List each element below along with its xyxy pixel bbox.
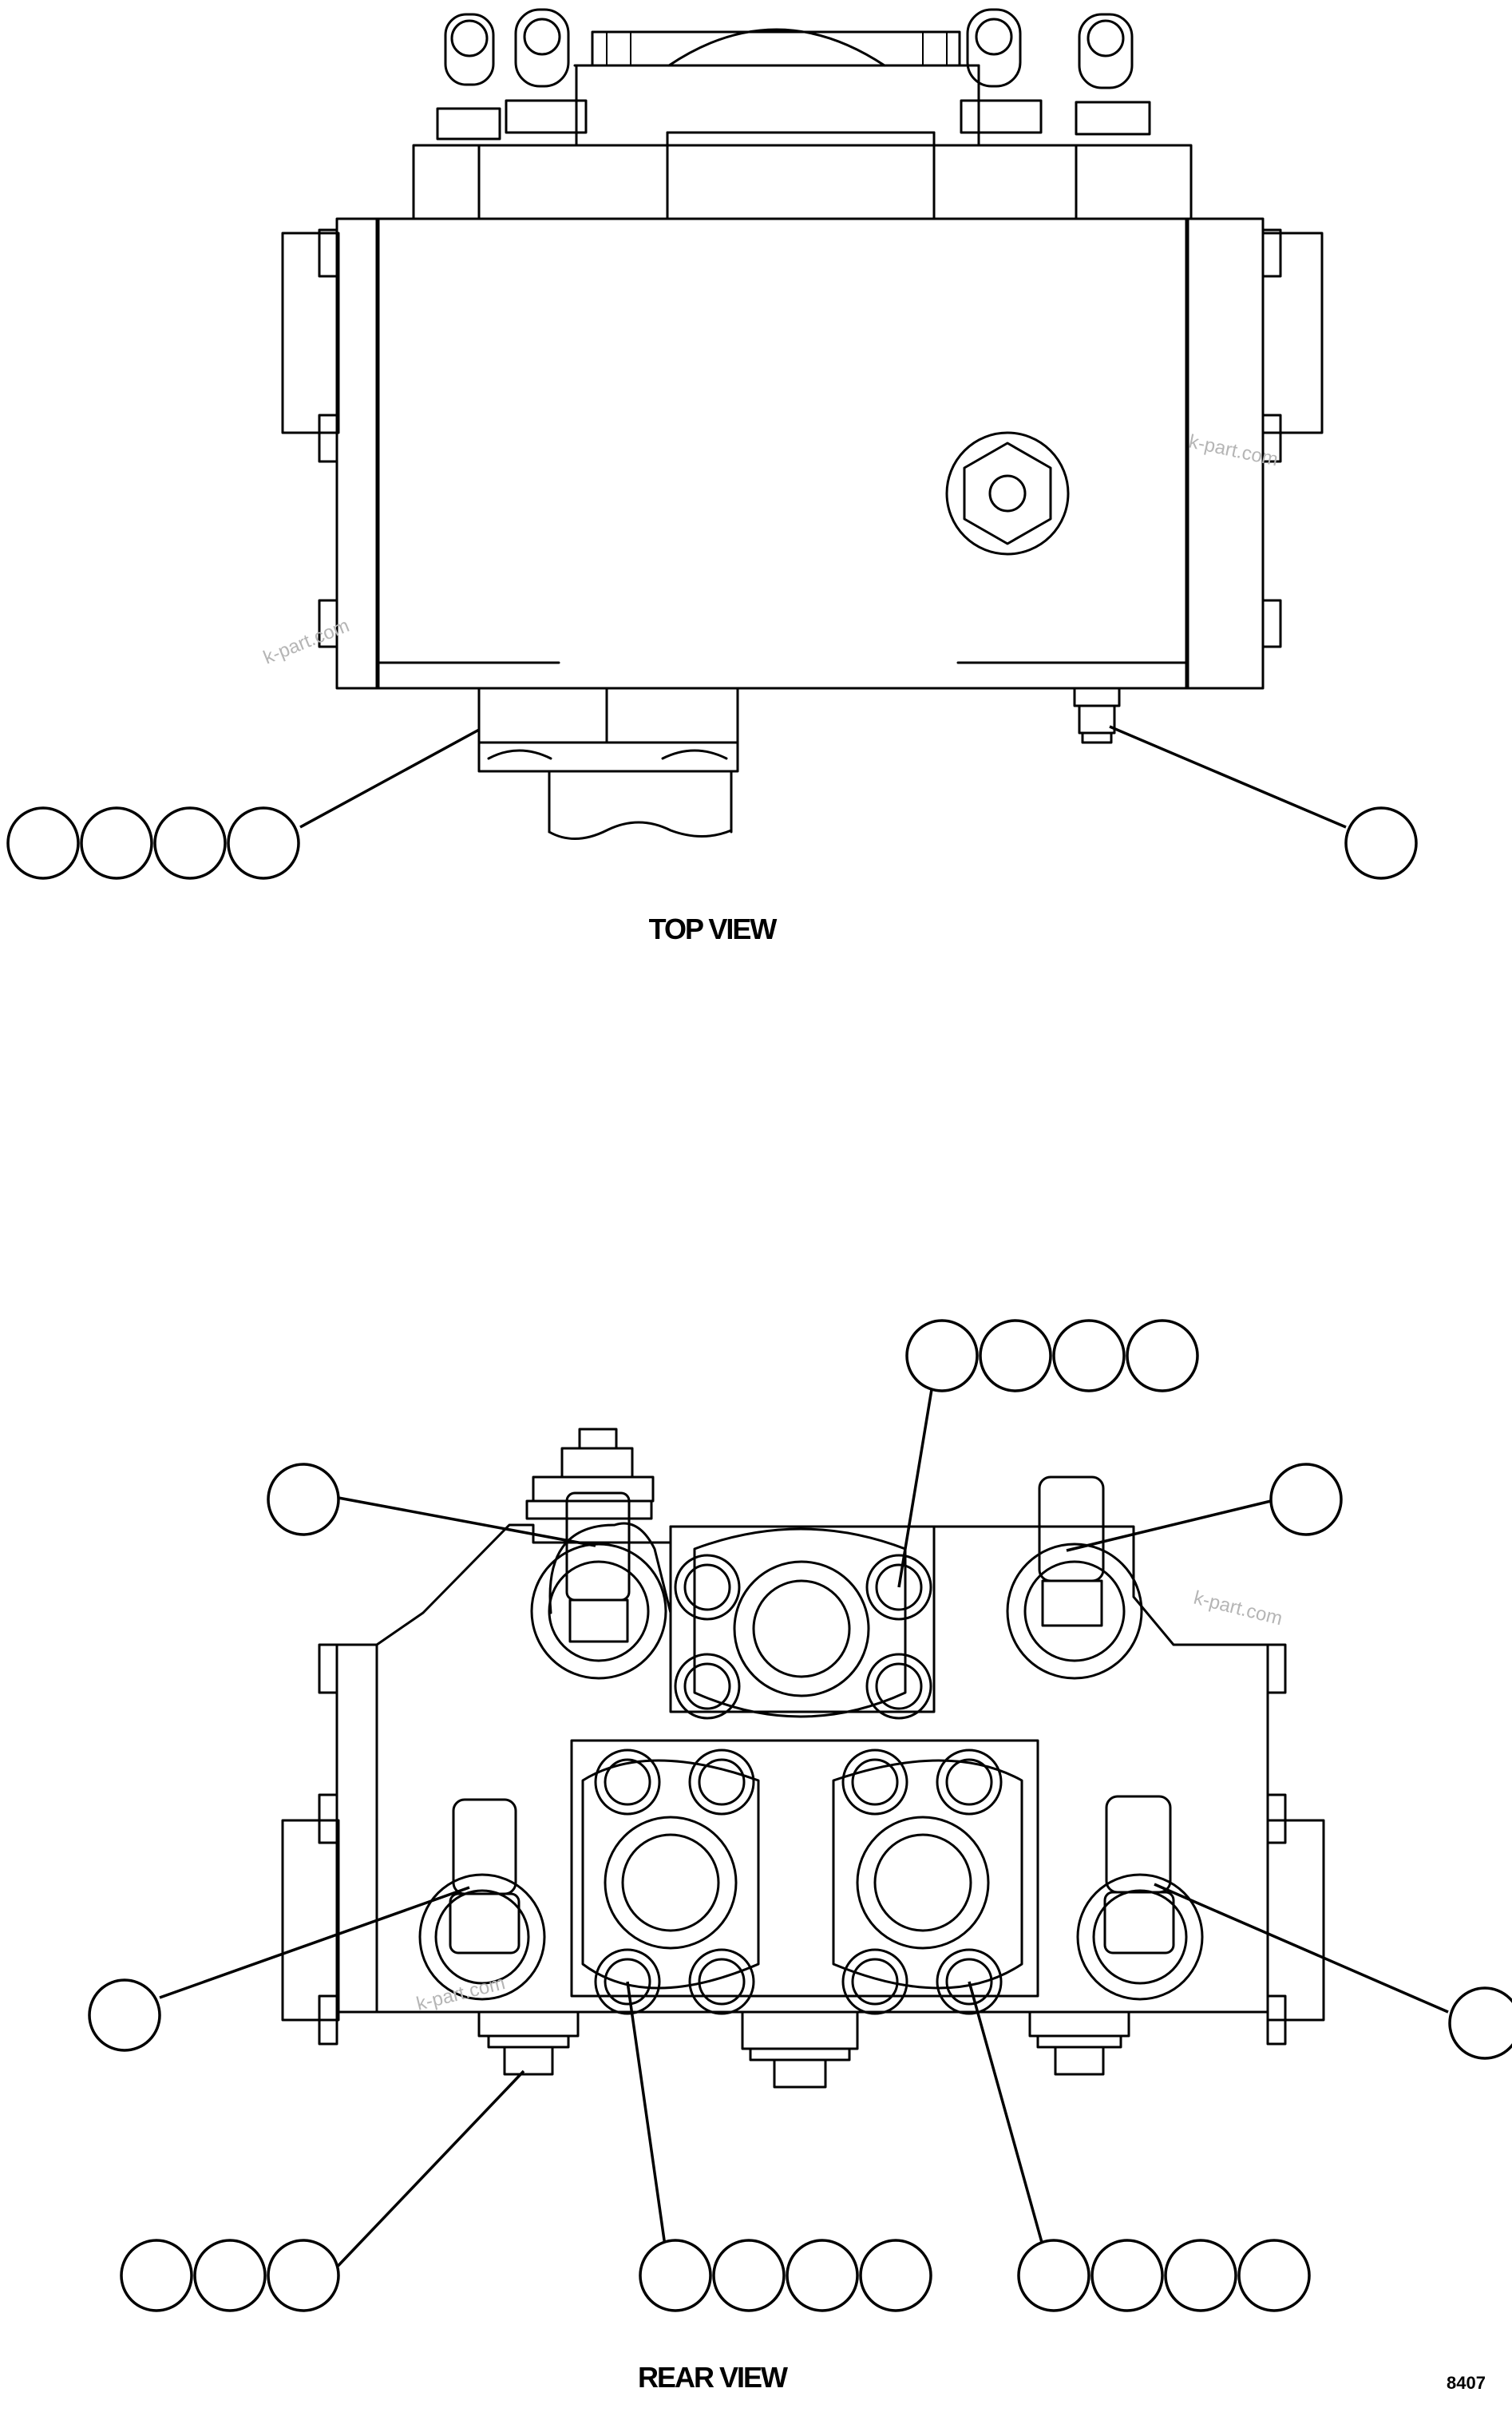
callout-balloon bbox=[6, 806, 80, 880]
callout-balloon bbox=[639, 2239, 712, 2312]
callout-balloon bbox=[193, 2239, 267, 2312]
callout-balloon bbox=[1090, 2239, 1164, 2312]
elbow-fitting bbox=[530, 1491, 672, 1680]
callout-balloon bbox=[88, 1978, 161, 2052]
drawing-code: 8407 bbox=[1447, 2373, 1486, 2393]
callout-balloon bbox=[227, 806, 300, 880]
watermark: k-part.com bbox=[1192, 1587, 1285, 1630]
callout-balloon bbox=[153, 806, 227, 880]
callout-balloon bbox=[1126, 1319, 1199, 1392]
top-fittings bbox=[436, 8, 1151, 147]
callout-balloon bbox=[1237, 2239, 1311, 2312]
callout-balloon bbox=[267, 1463, 340, 1536]
callout-balloon bbox=[786, 2239, 859, 2312]
top-flange bbox=[669, 1525, 936, 1720]
callout-balloon bbox=[979, 1319, 1052, 1392]
callout-balloon bbox=[80, 806, 153, 880]
callout-balloon bbox=[712, 2239, 786, 2312]
callout-balloon bbox=[1344, 806, 1418, 880]
top-view: TOP VIEW k-part.com k-part.com bbox=[6, 8, 1418, 945]
callout-balloon bbox=[267, 2239, 340, 2312]
elbow-fitting bbox=[1076, 1795, 1204, 2001]
elbow-fitting bbox=[418, 1798, 546, 2001]
callout-balloon bbox=[1164, 2239, 1237, 2312]
rear-view-caption: REAR VIEW bbox=[638, 2361, 788, 2394]
top-bottom-features bbox=[477, 687, 1121, 840]
elbow-fitting bbox=[1006, 1475, 1143, 1680]
rear-top-fitting bbox=[525, 1428, 655, 1520]
callout-balloon bbox=[1052, 1319, 1126, 1392]
callout-balloon bbox=[1017, 2239, 1090, 2312]
top-main-body bbox=[375, 217, 1189, 690]
bottom-plugs bbox=[477, 2010, 1130, 2089]
callout-balloon bbox=[905, 1319, 979, 1392]
watermark: k-part.com bbox=[1187, 430, 1280, 470]
watermark: k-part.com bbox=[260, 615, 352, 668]
top-view-caption: TOP VIEW bbox=[649, 913, 778, 945]
lower-flange bbox=[570, 1739, 1039, 2015]
callout-balloon bbox=[1269, 1463, 1343, 1536]
top-upper-section bbox=[412, 144, 1193, 220]
rear-main-body bbox=[335, 1523, 1269, 2014]
callout-balloon bbox=[1448, 1986, 1512, 2060]
callout-balloon bbox=[859, 2239, 932, 2312]
hex-plug bbox=[945, 431, 1070, 556]
callout-balloon bbox=[120, 2239, 193, 2312]
rear-view: REAR VIEW 8407 k-part.com k-part.com bbox=[88, 1319, 1512, 2394]
